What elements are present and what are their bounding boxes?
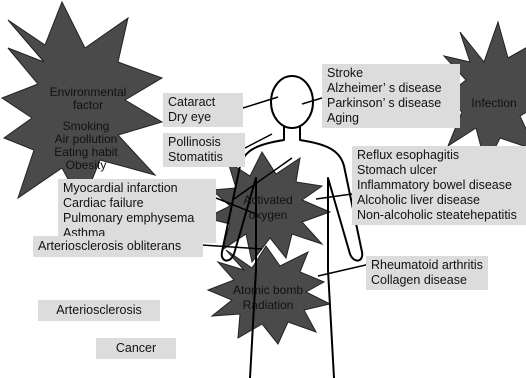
atomic-bomb-line: Radiation <box>243 298 294 312</box>
rheumatic-disease-item: Rheumatoid arthritis <box>371 258 483 273</box>
nose-mouth-disease-item: Stomatitis <box>168 150 240 165</box>
digestive-disease-item: Stomach ulcer <box>357 163 521 178</box>
activated-oxygen-starburst <box>206 152 330 262</box>
heart-lung-disease-item: Myocardial infarction <box>63 181 211 196</box>
brain-diseases-box: Stroke Alzheimer’ s disease Parkinson’ s… <box>322 64 460 128</box>
digestive-disease-item: Inflammatory bowel disease <box>357 178 521 193</box>
eye-disease-item: Cataract <box>168 95 238 110</box>
rheumatic-diseases-box: Rheumatoid arthritis Collagen disease <box>366 256 488 290</box>
infection-label: Infection <box>471 96 516 110</box>
environmental-title-line: Environmental <box>50 85 127 99</box>
environmental-item: Obesity <box>66 158 107 172</box>
eye-disease-item: Dry eye <box>168 110 238 125</box>
brain-disease-item: Parkinson’ s disease <box>327 96 455 111</box>
cancer-label: Cancer <box>101 341 171 356</box>
brain-disease-item: Aging <box>327 111 455 126</box>
eye-diseases-box: Cataract Dry eye <box>163 93 243 127</box>
arteriosclerosis-label: Arteriosclerosis <box>43 303 155 318</box>
heart-lung-disease-item: Pulmonary emphysema <box>63 211 211 226</box>
environmental-item: Smoking <box>63 119 110 133</box>
digestive-diseases-box: Reflux esophagitis Stomach ulcer Inflamm… <box>352 146 526 225</box>
environmental-item: Eating habit <box>54 145 118 159</box>
digestive-disease-item: Non-alcoholic steatehepatitis <box>357 208 521 223</box>
nose-mouth-disease-item: Pollinosis <box>168 135 240 150</box>
environmental-title-line: factor <box>73 98 103 112</box>
digestive-disease-item: Reflux esophagitis <box>357 148 521 163</box>
rheumatic-disease-item: Collagen disease <box>371 273 483 288</box>
activated-oxygen-line: Activated <box>243 193 292 207</box>
heart-lung-diseases-box: Myocardial infarction Cardiac failure Pu… <box>58 179 216 243</box>
environmental-item: Air pollution <box>55 132 118 146</box>
brain-disease-item: Stroke <box>327 66 455 81</box>
activated-oxygen-line: oxygen <box>249 208 288 222</box>
heart-lung-disease-item: Cardiac failure <box>63 196 211 211</box>
arteriosclerosis-obliterans-box: Arteriosclerosis obliterans <box>33 236 203 257</box>
nose-mouth-diseases-box: Pollinosis Stomatitis <box>163 133 245 167</box>
digestive-disease-item: Alcoholic liver disease <box>357 193 521 208</box>
arteriosclerosis-obliterans-label: Arteriosclerosis obliterans <box>38 239 198 254</box>
arteriosclerosis-box: Arteriosclerosis <box>38 300 160 321</box>
cancer-box: Cancer <box>96 338 176 359</box>
brain-disease-item: Alzheimer’ s disease <box>327 81 455 96</box>
atomic-bomb-line: Atomic bomb <box>233 283 303 297</box>
